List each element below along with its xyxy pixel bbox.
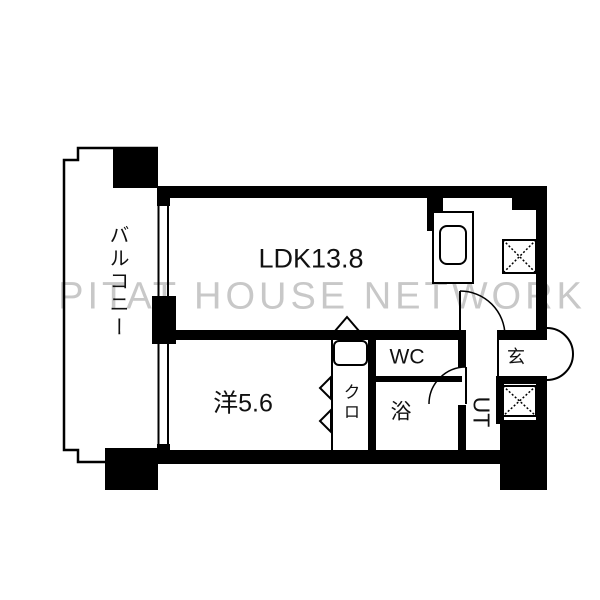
wall-entrance-south — [496, 376, 547, 384]
wall-hall-west-lower — [458, 405, 466, 454]
wall-balcony-bottom-block — [105, 448, 158, 490]
wall-left-bottom — [157, 444, 170, 464]
bath-door-arc — [428, 366, 467, 405]
kitchen-sink-icon — [439, 225, 467, 265]
folding-door-icon — [318, 374, 332, 435]
wall-utility-east — [496, 376, 504, 424]
wall-hall-west-upper — [458, 330, 466, 367]
wall-bottom-right-block — [500, 420, 547, 490]
balcony-outline — [62, 146, 158, 464]
room-label-utility: UT — [468, 396, 495, 428]
room-label-entrance: 玄 — [507, 347, 525, 367]
room-label-ldk: LDK13.8 — [258, 243, 364, 274]
kitchen-counter — [432, 211, 474, 284]
hall-door-arc — [459, 290, 506, 337]
hatched-box-top — [502, 239, 537, 274]
wall-left-top — [157, 186, 170, 206]
vent-triangle-icon — [332, 315, 362, 332]
wall-wc-bath-divider — [372, 376, 462, 382]
room-label-closet: クロ — [340, 383, 360, 423]
wall-ldk-south — [158, 330, 462, 340]
wall-balcony-top-block — [113, 148, 158, 188]
washbasin-icon — [333, 340, 368, 366]
hatched-box-bottom — [502, 385, 537, 417]
watermark: PITAT HOUSE NETWORK — [58, 275, 586, 318]
wall-right-upper — [536, 198, 547, 332]
walls — [105, 148, 547, 490]
wall-entrance-north — [497, 330, 547, 340]
wall-bottom — [158, 450, 505, 464]
wall-top — [158, 186, 516, 198]
room-label-balcony: バルコニー — [106, 224, 128, 340]
thin-lines — [157, 206, 499, 450]
room-label-western-room: 洋5.6 — [213, 389, 273, 418]
room-label-bath: 浴 — [390, 400, 412, 424]
room-label-wc: WC — [389, 345, 425, 369]
entrance-door-arc — [546, 327, 574, 381]
wall-closet-east — [368, 330, 376, 454]
